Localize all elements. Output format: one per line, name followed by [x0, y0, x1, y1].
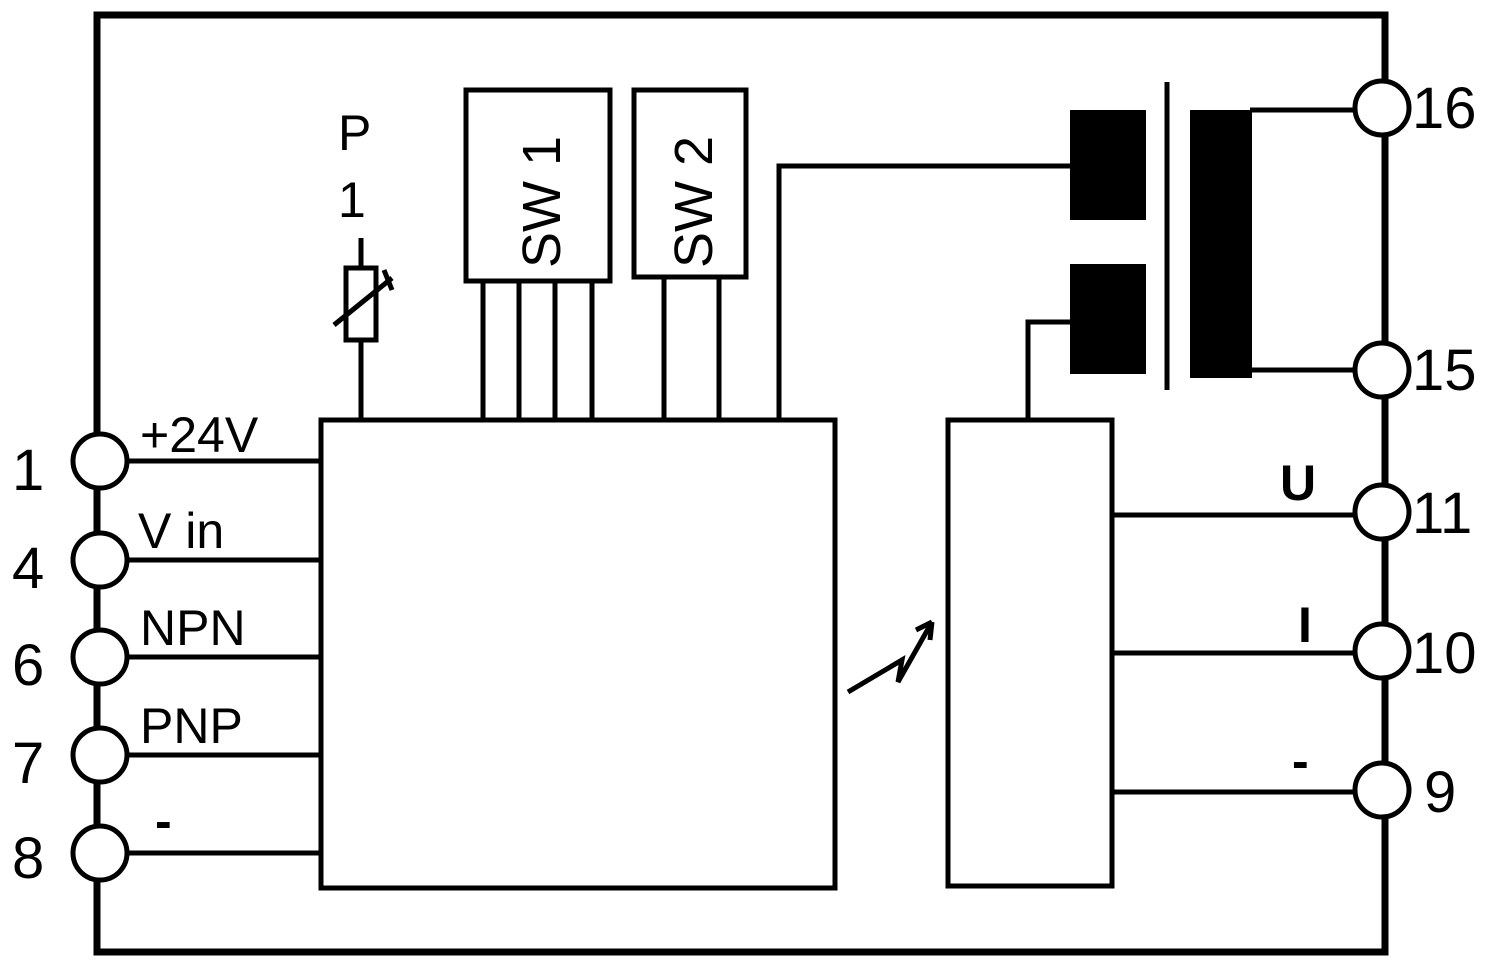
terminal-15-number: 15 — [1412, 338, 1477, 403]
terminal-7-number: 7 — [12, 731, 44, 796]
terminal-10-number: 10 — [1412, 621, 1477, 686]
signal-transfer-arrow — [846, 619, 935, 695]
terminal-4 — [70, 530, 130, 590]
terminal-9 — [1352, 760, 1412, 820]
terminal-15 — [1352, 340, 1412, 400]
input-processing-block — [318, 417, 838, 891]
terminal-1-number: 1 — [12, 438, 44, 503]
terminal-9-number: 9 — [1424, 760, 1456, 825]
sw2-body — [631, 87, 749, 280]
terminal-6 — [70, 627, 130, 687]
right-terminal-wires — [1112, 107, 1355, 795]
terminal-16-number: 16 — [1412, 76, 1477, 141]
primary-return-wire — [1025, 319, 1070, 420]
transformer — [1070, 82, 1252, 390]
output-stage-block — [945, 417, 1115, 889]
primary-feed-wire — [776, 163, 1070, 420]
sw1-label: SW 1 — [512, 136, 572, 268]
sw1-body — [463, 87, 613, 284]
potentiometer-p1 — [332, 238, 395, 420]
terminal-4-number: 4 — [12, 536, 44, 601]
terminal-6-number: 6 — [12, 633, 44, 698]
potentiometer-label-1: 1 — [338, 172, 366, 228]
terminal-7 — [70, 725, 130, 785]
primary-winding-lower — [1070, 264, 1146, 374]
potentiometer-label-p: P — [338, 105, 371, 161]
left-terminal-wires — [127, 458, 321, 856]
terminal-16 — [1352, 78, 1412, 138]
terminal-9-signal: - — [1292, 733, 1309, 789]
terminal-11-signal: U — [1280, 455, 1316, 511]
adjust-arrow — [332, 276, 394, 327]
terminal-10-signal: I — [1298, 597, 1312, 653]
terminal-11 — [1352, 482, 1412, 542]
terminal-4-signal: V in — [138, 503, 224, 559]
terminal-6-signal: NPN — [140, 600, 246, 656]
terminal-10 — [1352, 621, 1412, 681]
terminal-11-number: 11 — [1412, 481, 1472, 546]
terminal-8 — [70, 823, 130, 883]
switch-sw1 — [463, 87, 613, 420]
switch-sw2 — [631, 87, 749, 420]
terminal-7-signal: PNP — [140, 698, 243, 754]
primary-winding-upper — [1070, 110, 1146, 220]
terminal-8-number: 8 — [12, 826, 44, 891]
terminal-1 — [70, 431, 130, 491]
terminal-8-signal: - — [155, 793, 172, 849]
sw2-label: SW 2 — [664, 136, 724, 268]
terminal-1-signal: +24V — [140, 407, 259, 463]
secondary-winding — [1190, 110, 1252, 378]
